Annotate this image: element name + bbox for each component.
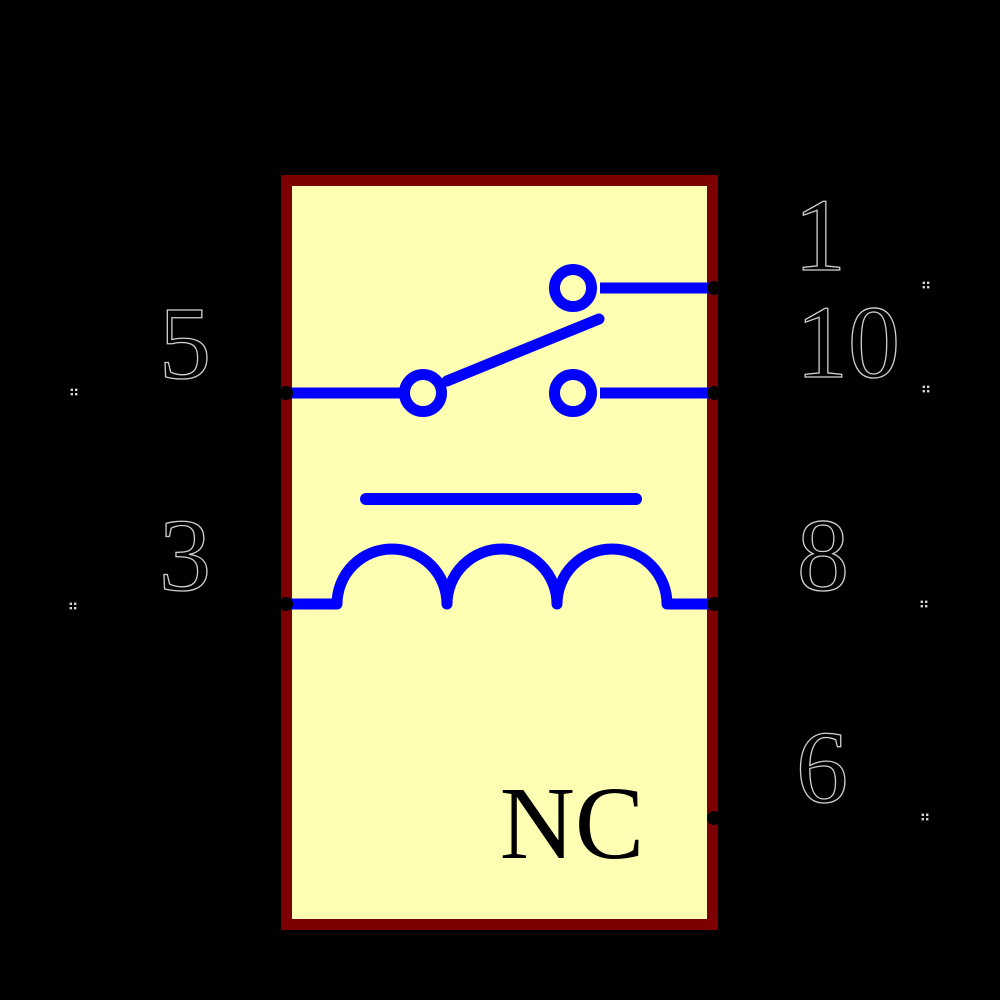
pin1-junction-dot[interactable] — [707, 281, 721, 295]
pin-label-3: 3 — [158, 498, 211, 613]
pin6-end-marker[interactable] — [921, 813, 929, 821]
fixed-contact-bottom-circle — [549, 369, 597, 417]
pin6-junction-dot[interactable] — [707, 811, 721, 825]
pin10-end-marker[interactable] — [922, 385, 930, 393]
pin-label-5: 5 — [158, 286, 211, 401]
pin5-junction-dot[interactable] — [279, 386, 293, 400]
pin1-end-marker[interactable] — [922, 281, 930, 289]
coil-winding — [283, 543, 714, 610]
pin3-end-marker[interactable] — [69, 602, 77, 610]
pin-label-6: 6 — [795, 710, 848, 825]
switch-lever — [441, 313, 605, 387]
pin8-end-marker[interactable] — [920, 600, 928, 608]
pin8-junction-dot[interactable] — [707, 597, 721, 611]
nc-label: NC — [499, 766, 645, 881]
pin-label-8: 8 — [796, 498, 849, 613]
pin3-junction-dot[interactable] — [279, 597, 293, 611]
pin5-end-marker[interactable] — [70, 388, 78, 396]
fixed-contact-top-circle — [549, 264, 597, 312]
pin-label-1: 1 — [793, 178, 846, 293]
common-contact-circle — [399, 369, 447, 417]
pin-label-10: 10 — [795, 285, 900, 400]
pin10-junction-dot[interactable] — [707, 386, 721, 400]
